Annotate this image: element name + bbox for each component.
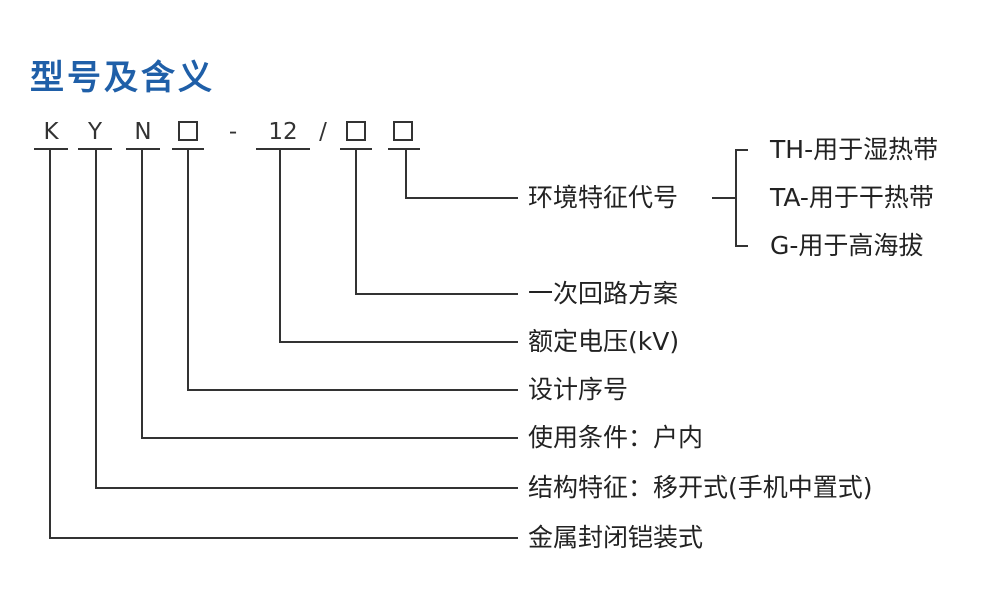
code-design-box	[178, 121, 198, 141]
meaning-rated-voltage: 额定电压(kV)	[528, 327, 680, 356]
env-code-th: TH-用于湿热带	[770, 135, 939, 164]
meaning-metal-enclosed-armored: 金属封闭铠装式	[528, 523, 704, 552]
code-letter-y: Y	[87, 119, 103, 145]
code-voltage: 12	[268, 119, 298, 145]
meaning-usage-condition: 使用条件：户内	[528, 423, 704, 452]
code-letter-k: K	[43, 119, 59, 145]
meaning-design-number: 设计序号	[528, 375, 629, 404]
meaning-structure-feature: 结构特征：移开式(手机中置式)	[528, 473, 873, 502]
code-scheme-box	[346, 121, 366, 141]
meaning-environment-code: 环境特征代号	[528, 183, 679, 212]
code-dash: -	[228, 119, 238, 145]
meaning-primary-circuit-scheme: 一次回路方案	[528, 279, 679, 308]
code-slash: /	[319, 119, 327, 145]
page-title: 型号及含义	[30, 58, 215, 98]
code-letter-n: N	[134, 119, 152, 145]
env-code-ta: TA-用于干热带	[770, 183, 934, 212]
env-code-g: G-用于高海拔	[770, 231, 924, 260]
code-environment-box	[393, 121, 413, 141]
